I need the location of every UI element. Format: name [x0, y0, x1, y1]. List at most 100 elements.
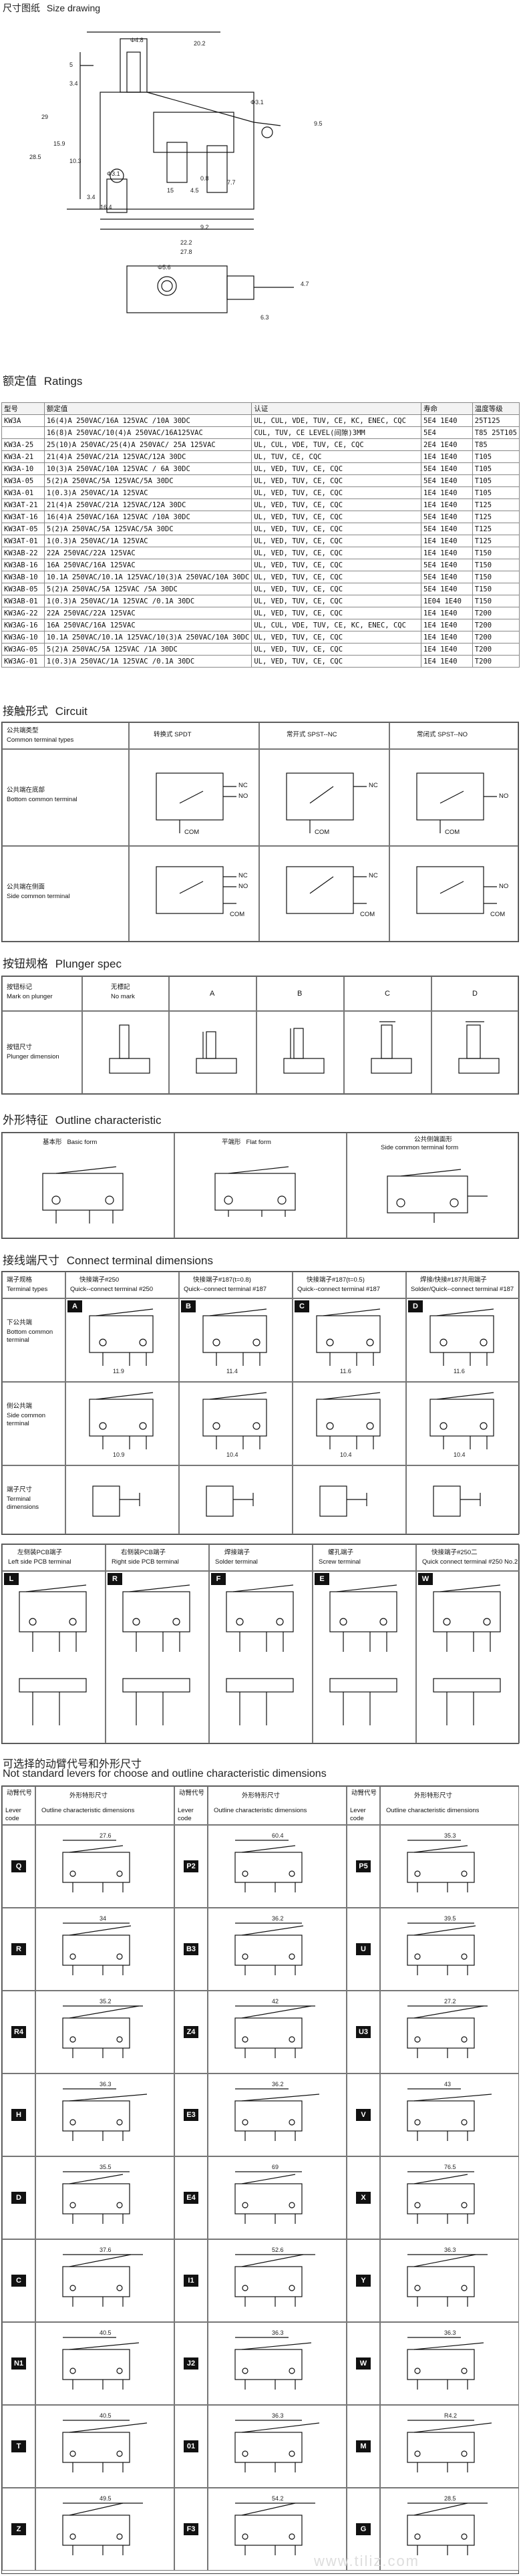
lever-code-cell: F3: [174, 2488, 208, 2571]
lever-drawing-cell: 40.5: [35, 2405, 174, 2488]
terminal-drawing: [89, 1308, 154, 1366]
ratings-cell: T150: [472, 583, 520, 595]
lever-code-cell: C: [2, 2239, 35, 2322]
ratings-cell: KW3AB-01: [1, 595, 45, 607]
circuit-bottom-no-diagram: [416, 772, 497, 833]
ratings-cell: KW3AT-05: [1, 523, 45, 535]
ratings-cell: UL, VED, TUV, CE, CQC: [251, 559, 421, 571]
ratings-cell: 5E4 1E40: [421, 462, 473, 475]
terminal-lower-drawing: [329, 1584, 397, 1725]
ratings-cell: 1E4 1E40: [421, 655, 473, 668]
lever-drawing: [407, 2420, 492, 2472]
lever-dim: 60.4: [272, 1832, 284, 1839]
circuit-label-nc: NC: [238, 872, 248, 879]
terminal-code: A: [67, 1300, 82, 1312]
lever-code: U3: [356, 2026, 371, 2038]
terminal-drawing: [316, 1308, 381, 1366]
ratings-cell: 5E4 1E40: [421, 511, 473, 523]
circuit-col-no-en: SPST--NO: [437, 731, 468, 738]
plunger-col-c-label: C: [385, 990, 390, 998]
lever-drawing: [407, 1922, 476, 1975]
dim-27-8: 27.8: [180, 249, 192, 255]
plunger-none-cn: 无標記: [111, 984, 130, 991]
lever-code: Z4: [184, 2026, 198, 2038]
ratings-cell: T125: [472, 523, 520, 535]
lever-code-cell: G: [347, 2488, 380, 2571]
lever-drawing-cell: 52.6: [208, 2239, 347, 2322]
lever-code-header-en: Lever code: [5, 1807, 21, 1822]
lever-drawing-cell: 36.3: [208, 2322, 347, 2405]
lever-drawing-cell: 40.5: [35, 2322, 174, 2405]
terminal-dim: 10.4: [340, 1451, 352, 1458]
dim-5: 5: [69, 61, 73, 68]
terminal-lower-cn: 右侧装PCB端子: [121, 1549, 166, 1556]
ratings-cell: 16(4)A 250VAC/16A 125VAC /10A 30DC: [43, 414, 252, 427]
terminal-cell: 10.4: [293, 1382, 406, 1465]
ratings-cell: KW3A-10: [1, 462, 45, 475]
plunger-col-c: C: [344, 976, 431, 1011]
terminal-lower-cell: W: [416, 1571, 520, 1743]
ratings-cell: 21(4)A 250VAC/21A 125VAC/12A 30DC: [43, 450, 252, 463]
outline-side: 公共侧端面形 Side common terminal form: [347, 1133, 518, 1238]
size-drawing-figure: [67, 31, 294, 313]
lever-dim: 35.3: [444, 1832, 456, 1839]
lever-code-cell: J2: [174, 2322, 208, 2405]
ratings-cell: 25(10)A 250VAC/25(4)A 250VAC/ 25A 125VAC: [43, 438, 252, 451]
lever-drawing-cell: 37.6: [35, 2239, 174, 2322]
outline-side-en: Side common terminal form: [381, 1144, 459, 1151]
dim-4-5: 4.5: [190, 187, 199, 194]
dim-3-4-b: 3.4: [87, 194, 96, 200]
lever-code: B3: [184, 1943, 198, 1955]
ratings-cell: 5E4 1E40: [421, 559, 473, 571]
ratings-cell: 5(2)A 250VAC/5A 125VAC /5A 30DC: [43, 583, 252, 595]
lever-dim: 42: [272, 1998, 279, 2005]
outline-grid: 基本形 Basic form 平端形 Flat form 公共侧端面形 Side…: [1, 1132, 519, 1239]
terminal-dim: 11.4: [226, 1368, 238, 1375]
plunger-col-d-label: D: [472, 990, 478, 998]
lever-drawing-cell: 49.5: [35, 2488, 174, 2571]
lever-drawing-cell: 36.2: [208, 2073, 347, 2156]
ratings-cell: 1E4 1E40: [421, 498, 473, 511]
lever-drawing: [407, 2171, 475, 2224]
ratings-header-rating: 额定值: [43, 402, 252, 415]
lever-code-header-cn: 动臂代号: [351, 1790, 377, 1797]
outline-flat: 平端形 Flat form: [174, 1133, 347, 1238]
lever-code-header-cn: 动臂代号: [179, 1790, 205, 1797]
ratings-cell: UL, VED, TUV, CE, CQC: [251, 595, 421, 607]
plunger-mark-en: Mark on plunger: [7, 993, 53, 1000]
dim-width: 20.2: [194, 40, 206, 47]
lever-drawing: [62, 2502, 143, 2555]
ratings-cell: 5E4 1E40: [421, 571, 473, 583]
ratings-cell: 1E4 1E40: [421, 607, 473, 619]
lever-code-cell: Y: [347, 2239, 380, 2322]
ratings-cell: 5E4 1E40: [421, 474, 473, 487]
circuit-side-no-diagram: [416, 866, 497, 914]
lever-dim: 36.2: [272, 2081, 284, 2088]
plunger-none: 无標記 No mark: [82, 976, 169, 1011]
circuit-col-spdt-en: SPDT: [174, 731, 192, 738]
ratings-cell: 1E4 1E40: [421, 619, 473, 631]
lever-drawing-cell: 35.3: [380, 1825, 519, 1908]
dim-9-5: 9.5: [314, 120, 323, 127]
lever-drawing-cell: 28.5: [380, 2488, 519, 2571]
lever-code-cell: R4: [2, 1991, 35, 2073]
terminal-lower-cell: F: [209, 1571, 313, 1743]
lever-dim: 27.6: [100, 1832, 112, 1839]
lever-drawing: [407, 2502, 488, 2555]
lever-drawing: [62, 2254, 143, 2307]
circuit-label-no: NO: [238, 883, 248, 890]
lever-drawing: [62, 2088, 148, 2141]
terminal-lower-code: F: [211, 1573, 226, 1585]
ratings-cell: UL, VED, TUV, CE, CQC: [251, 631, 421, 643]
lever-code: H: [11, 2109, 26, 2121]
lever-drawing: [234, 2005, 315, 2058]
terminal-drawing: [206, 1485, 254, 1517]
plunger-dim-c: [344, 1011, 431, 1094]
terminal-col-cn: 快接端子#187(t=0.5): [307, 1276, 365, 1284]
dim-hole-dia-2: Φ3.1: [107, 170, 120, 177]
